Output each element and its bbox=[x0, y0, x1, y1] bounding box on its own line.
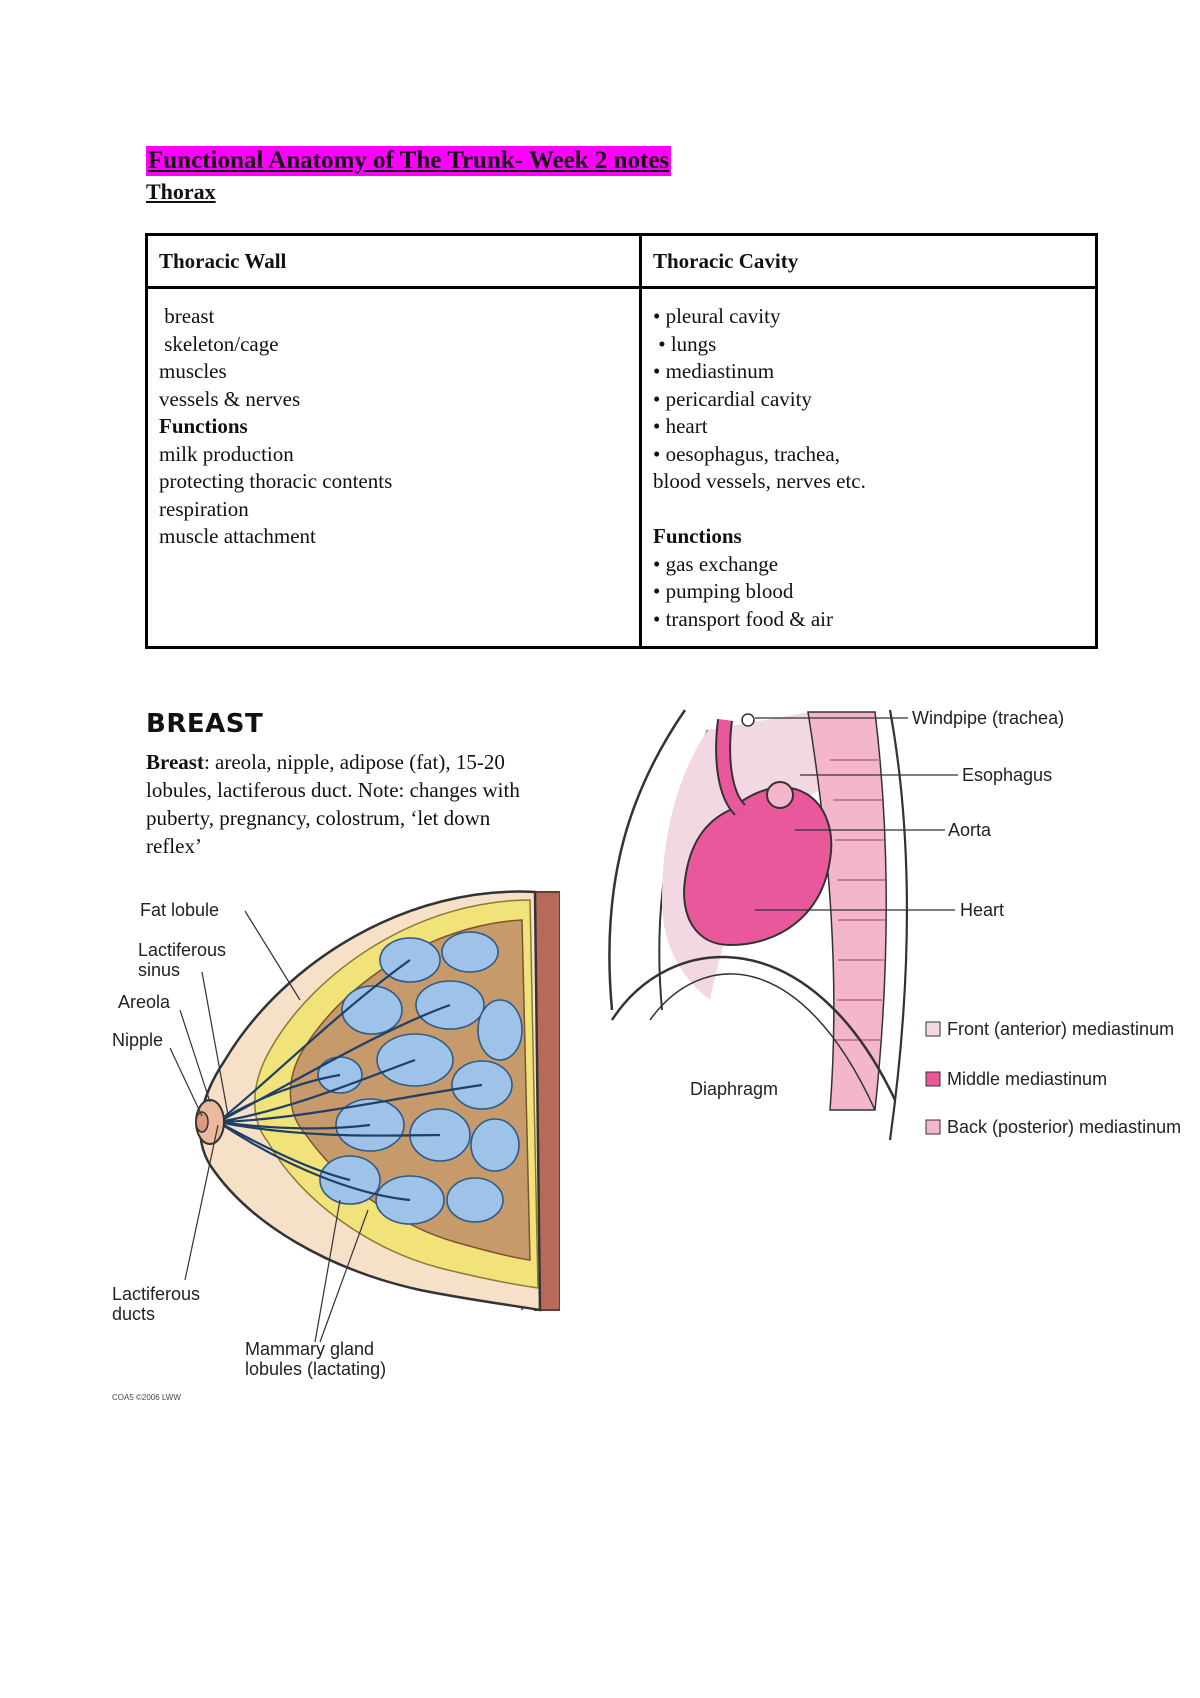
thoracic-cavity-cell: • pleural cavity • lungs • mediastinum •… bbox=[639, 286, 1098, 649]
list-item: respiration bbox=[159, 496, 249, 521]
list-item: muscle attachment bbox=[159, 524, 316, 548]
lobule bbox=[470, 1118, 520, 1172]
list-item: skeleton/cage bbox=[159, 331, 279, 356]
label-lactiferous-ducts-2: ducts bbox=[112, 1304, 155, 1324]
duct bbox=[217, 1120, 371, 1130]
list-item: vessels & nerves bbox=[159, 386, 301, 411]
nipple bbox=[195, 1111, 209, 1133]
label-mammary-gland: Mammary gland bbox=[245, 1339, 374, 1359]
breast-heading: BREAST bbox=[146, 709, 264, 739]
breast-text: : areola, nipple, adipose (fat), 15-20 l… bbox=[146, 750, 520, 858]
aorta-cross-section bbox=[766, 781, 794, 809]
thoracic-wall-cell: breast skeleton/cage muscles vessels & n… bbox=[145, 286, 642, 649]
chest-wall bbox=[608, 709, 687, 1011]
vertebrae bbox=[830, 759, 885, 1041]
label-areola: Areola bbox=[118, 992, 171, 1012]
list-item: • pleural cavity bbox=[653, 304, 781, 328]
list-item: • pumping blood bbox=[653, 579, 794, 603]
list-item: breast bbox=[159, 304, 215, 328]
section-title: Thorax bbox=[146, 179, 216, 204]
breast-description: Breast: areola, nipple, adipose (fat), 1… bbox=[146, 748, 546, 860]
list-item: milk production bbox=[159, 441, 294, 466]
spacer bbox=[653, 496, 1084, 524]
header-thoracic-cavity: Thoracic Cavity bbox=[639, 233, 1098, 289]
list-item: • lungs bbox=[653, 331, 717, 356]
label-heart: Heart bbox=[960, 900, 1004, 920]
mediastinum-legend: Front (anterior) mediastinum Middle medi… bbox=[925, 1019, 1181, 1137]
diaphragm-line bbox=[610, 955, 897, 1101]
diaphragm-line-inner bbox=[649, 973, 876, 1111]
label-fat-lobule: Fat lobule bbox=[140, 900, 219, 920]
lobule bbox=[341, 985, 403, 1035]
list-item: protecting thoracic contents bbox=[159, 469, 393, 493]
posterior-mediastinum bbox=[807, 711, 888, 1111]
list-item: • oesophagus, trachea, bbox=[653, 441, 840, 466]
duct bbox=[217, 1083, 483, 1124]
label-aorta: Aorta bbox=[948, 820, 992, 840]
lobule bbox=[441, 931, 499, 973]
functions-label: Functions bbox=[653, 524, 742, 548]
duct bbox=[217, 1121, 411, 1202]
list-item: • transport food & air bbox=[653, 606, 833, 631]
table-header-row: Thoracic Wall Thoracic Cavity bbox=[145, 233, 1098, 289]
lobule bbox=[446, 1177, 504, 1223]
breast-label: Breast bbox=[146, 750, 204, 774]
figure-credit: COA5 ©2006 LWW bbox=[112, 1393, 181, 1402]
label-lactiferous-ducts: Lactiferous bbox=[112, 1284, 200, 1304]
legend-posterior: Back (posterior) mediastinum bbox=[947, 1117, 1181, 1137]
label-windpipe: Windpipe (trachea) bbox=[912, 708, 1064, 728]
leader-lines bbox=[755, 717, 958, 911]
document-title: Functional Anatomy of The Trunk- Week 2 … bbox=[146, 146, 672, 176]
lactiferous-ducts bbox=[217, 959, 483, 1202]
table-row: breast skeleton/cage muscles vessels & n… bbox=[145, 286, 1098, 649]
legend-middle: Middle mediastinum bbox=[947, 1069, 1107, 1089]
list-item: blood vessels, nerves etc. bbox=[653, 469, 866, 493]
duct bbox=[217, 1121, 351, 1182]
label-nipple: Nipple bbox=[112, 1030, 163, 1050]
heart-shape bbox=[683, 786, 833, 947]
duct bbox=[217, 959, 411, 1123]
label-lactiferous-sinus-2: sinus bbox=[138, 960, 180, 980]
list-item: • gas exchange bbox=[653, 551, 779, 576]
legend-swatch-anterior bbox=[925, 1021, 941, 1037]
leader-lines bbox=[169, 910, 369, 1343]
header-thoracic-wall: Thoracic Wall bbox=[145, 233, 642, 289]
lobule bbox=[477, 999, 523, 1061]
duct bbox=[217, 1120, 441, 1137]
list-item: • heart bbox=[653, 414, 708, 438]
duct bbox=[217, 1058, 416, 1124]
list-item: muscles bbox=[159, 359, 227, 383]
legend-anterior: Front (anterior) mediastinum bbox=[947, 1019, 1174, 1039]
posterior-wall bbox=[888, 709, 909, 1141]
label-mammary-lobules: lobules (lactating) bbox=[245, 1359, 386, 1379]
legend-swatch-posterior bbox=[925, 1119, 941, 1135]
list-item: • mediastinum bbox=[653, 359, 775, 383]
label-diaphragm: Diaphragm bbox=[690, 1079, 778, 1099]
thorax-table: Thoracic Wall Thoracic Cavity breast ske… bbox=[145, 233, 1098, 649]
label-esophagus: Esophagus bbox=[962, 765, 1052, 785]
mediastinum-figure: Windpipe (trachea) Esophagus Aorta Heart… bbox=[608, 708, 1181, 1141]
breast-anatomy-figure: Fat lobule Lactiferous sinus Areola Nipp… bbox=[112, 890, 560, 1402]
aorta-vessel bbox=[717, 719, 745, 815]
legend-swatch-middle bbox=[925, 1071, 941, 1087]
list-item: • pericardial cavity bbox=[653, 386, 812, 411]
trachea-ring bbox=[741, 713, 755, 727]
functions-label: Functions bbox=[159, 414, 248, 438]
label-lactiferous-sinus: Lactiferous bbox=[138, 940, 226, 960]
duct bbox=[217, 1073, 341, 1123]
